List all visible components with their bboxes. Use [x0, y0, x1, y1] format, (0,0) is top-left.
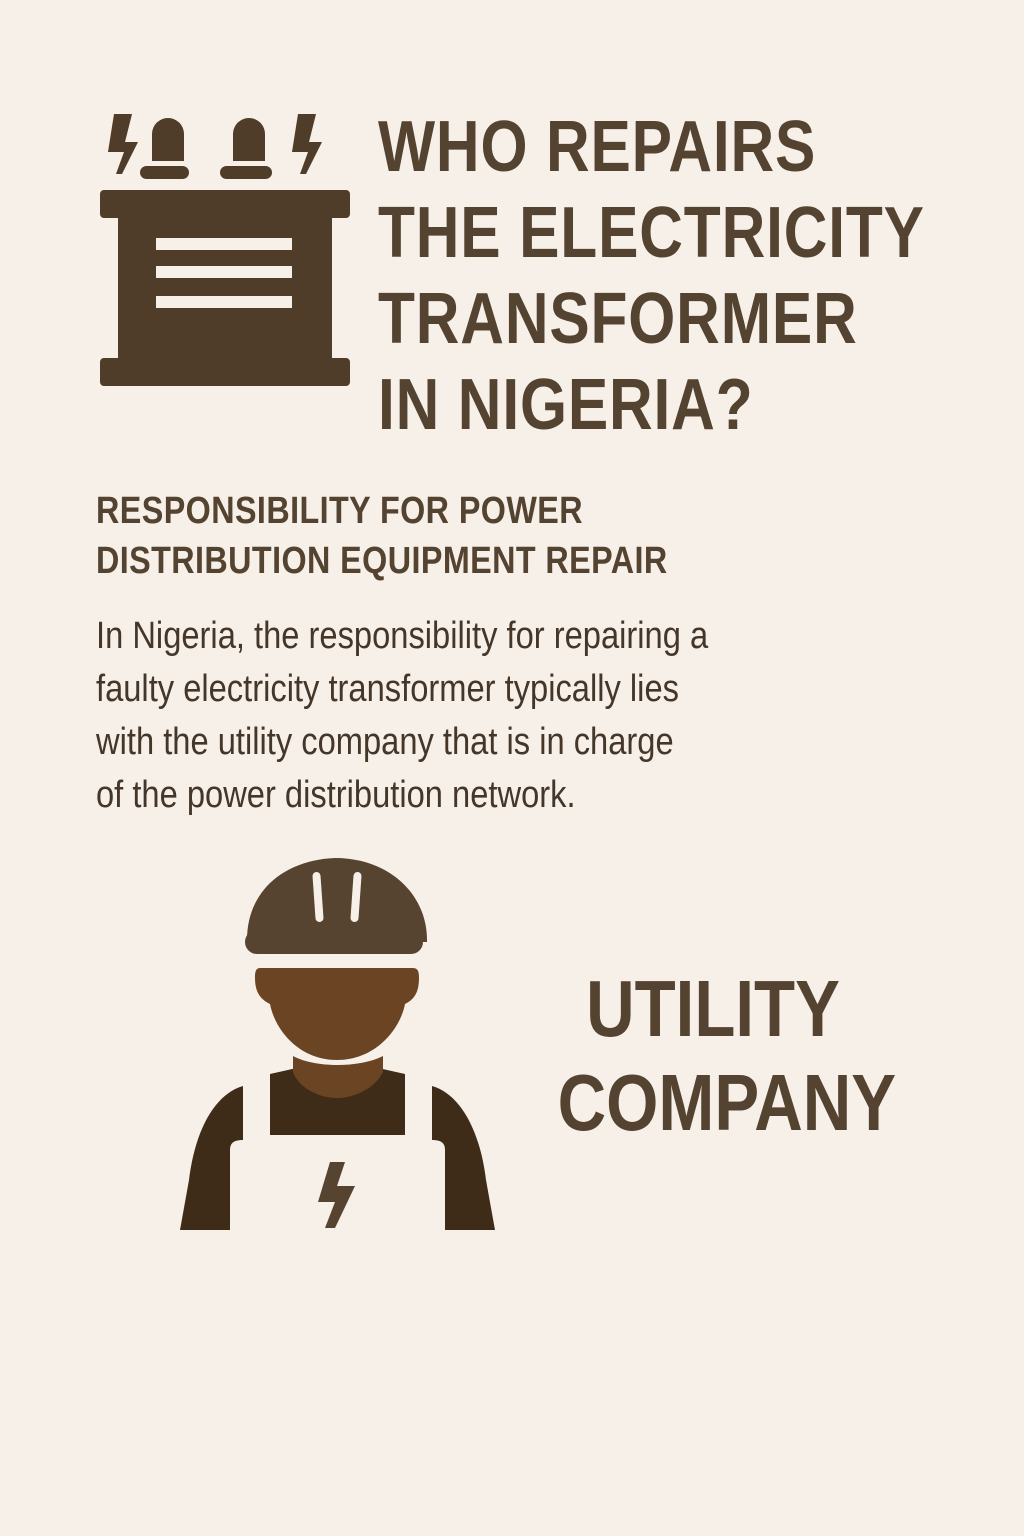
section-subtitle: RESPONSIBILITY FOR POWER DISTRIBUTION EQ…: [96, 486, 668, 586]
title-line: THE ELECTRICITY: [378, 193, 925, 273]
title-line: IN NIGERIA?: [378, 365, 754, 445]
body-line: of the power distribution network.: [96, 774, 576, 816]
body-line: In Nigeria, the responsibility for repai…: [96, 615, 709, 657]
transformer-icon: [100, 114, 350, 386]
body-paragraph: In Nigeria, the responsibility for repai…: [96, 610, 708, 822]
utility-worker-icon: [180, 858, 495, 1230]
face-icon: [255, 968, 419, 1060]
page-title: WHO REPAIRS THE ELECTRICITY TRANSFORMER …: [378, 104, 925, 448]
answer-line: UTILITY: [586, 964, 840, 1053]
answer-label: UTILITY COMPANY: [528, 962, 898, 1150]
lightning-bolt-icon: [292, 114, 322, 174]
subtitle-line: DISTRIBUTION EQUIPMENT REPAIR: [96, 540, 668, 582]
title-line: WHO REPAIRS: [378, 107, 817, 187]
body-line: with the utility company that is in char…: [96, 721, 674, 763]
body-line: faulty electricity transformer typically…: [96, 668, 679, 710]
hard-hat-icon: [245, 858, 427, 954]
title-line: TRANSFORMER: [378, 279, 858, 359]
subtitle-line: RESPONSIBILITY FOR POWER: [96, 490, 583, 532]
insulator-icon: [152, 118, 184, 161]
answer-line: COMPANY: [557, 1058, 897, 1147]
lightning-bolt-icon: [108, 114, 138, 174]
lightning-bolt-icon: [318, 1162, 355, 1228]
